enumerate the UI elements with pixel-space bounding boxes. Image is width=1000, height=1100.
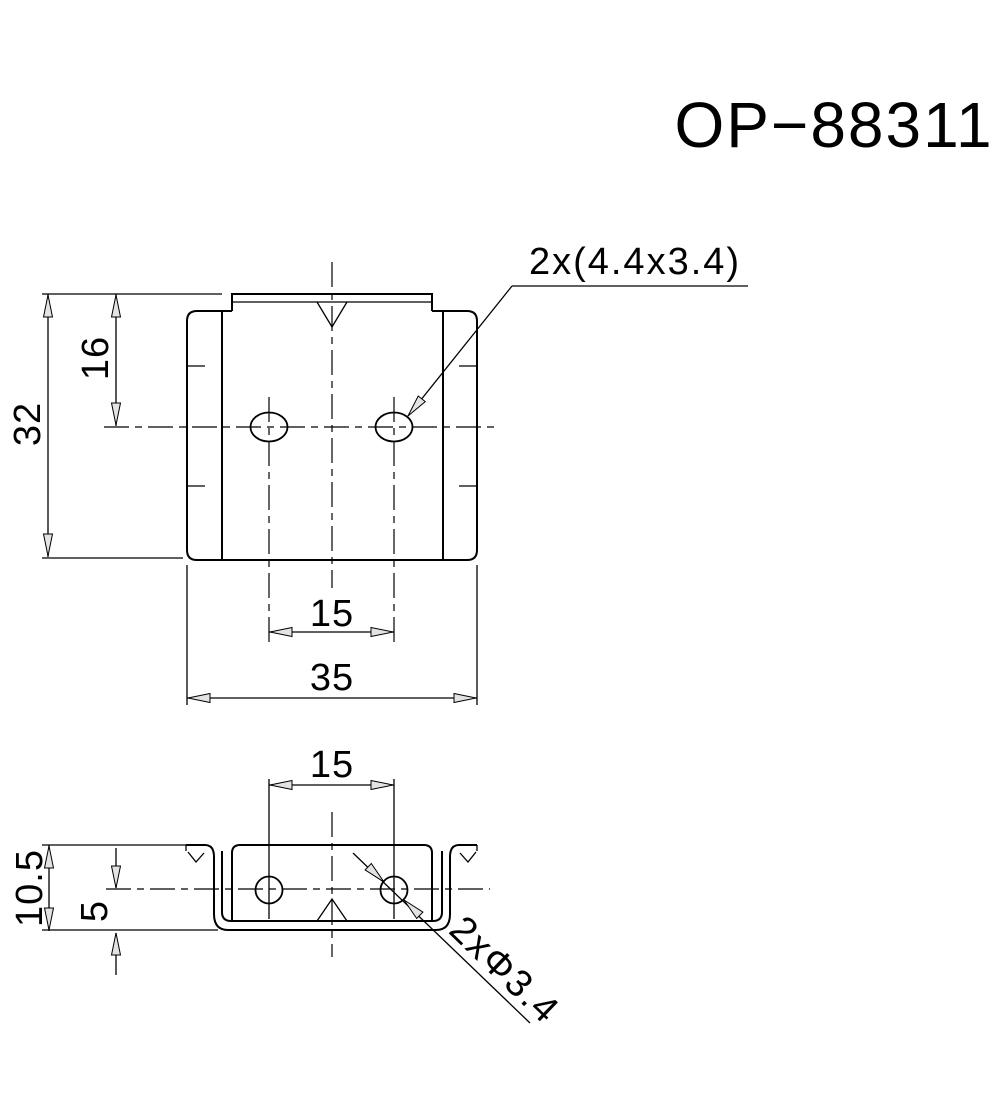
front-body-outline xyxy=(186,310,478,561)
hook-tip-left xyxy=(185,845,205,864)
arrow-15-bottom-left xyxy=(269,779,293,791)
arrow-32-top xyxy=(42,294,54,318)
bottom-view: 15 10.5 5 2xΦ3.4 xyxy=(9,744,568,1032)
slot-callout-leader xyxy=(407,285,513,417)
front-view: 2x(4.4x3.4) 32 16 15 35 xyxy=(7,241,748,705)
front-hole-left xyxy=(249,411,289,443)
diameter-arrow-lower xyxy=(403,899,424,920)
arrow-15-bottom-right xyxy=(370,779,394,791)
dim-text-105: 10.5 xyxy=(9,849,51,927)
diameter-arrow-upper xyxy=(364,862,385,883)
arrow-105-bottom xyxy=(43,907,55,931)
dim-text-16: 16 xyxy=(75,336,117,380)
arrow-105-top xyxy=(43,845,55,869)
profile-outer xyxy=(186,844,477,931)
slot-callout-label: 2x(4.4x3.4) xyxy=(529,241,741,283)
arrow-16-top xyxy=(110,294,122,318)
arrow-16-bottom xyxy=(110,402,122,426)
profile-leg-inner-right xyxy=(432,851,443,922)
release-notch-bottom xyxy=(316,897,348,922)
arrow-35-right xyxy=(453,692,477,704)
profile-leg-inner-left xyxy=(221,851,232,922)
dim-text-15-bottom: 15 xyxy=(310,744,354,786)
arrow-15-front-right xyxy=(370,626,394,638)
slot-callout-arrow xyxy=(407,395,427,417)
dim-text-35: 35 xyxy=(310,657,354,699)
front-hole-right xyxy=(374,411,414,443)
part-number: OP−88311 xyxy=(674,89,993,161)
dim-text-5: 5 xyxy=(74,900,116,922)
hook-tip-right xyxy=(459,845,478,864)
arrow-5-upper xyxy=(110,865,122,889)
arrow-35-left xyxy=(187,692,211,704)
arrow-32-bottom xyxy=(42,533,54,557)
dim-text-32: 32 xyxy=(7,402,49,446)
diameter-callout-label: 2xΦ3.4 xyxy=(441,908,567,1032)
arrow-5-lower xyxy=(110,932,122,956)
dim-text-15-front: 15 xyxy=(310,593,354,635)
arrow-15-front-left xyxy=(269,626,293,638)
